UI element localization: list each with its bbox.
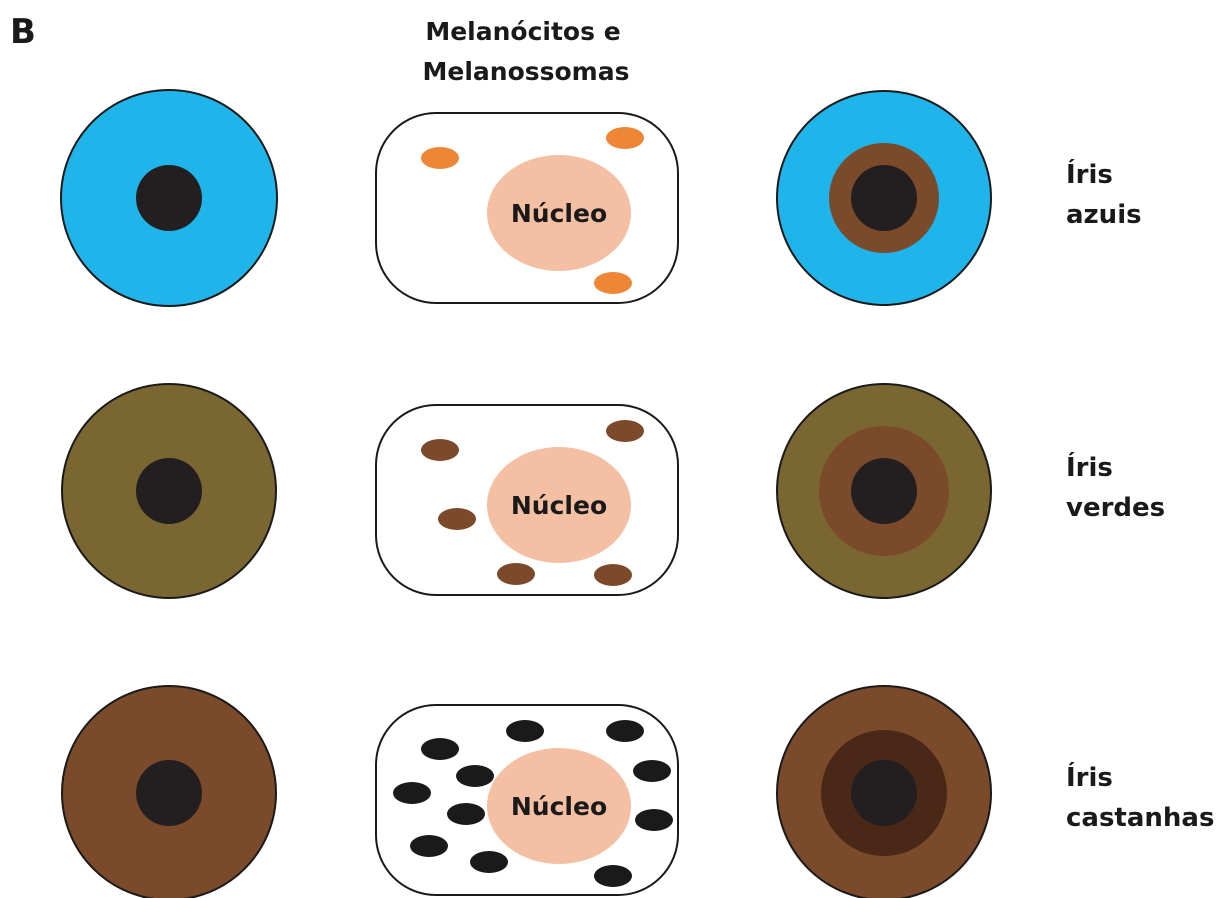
melanosome	[506, 720, 544, 742]
melanocyte-cell-green: Núcleo	[376, 405, 678, 595]
row-label-line-1: Íris	[1066, 158, 1113, 190]
pupil	[851, 760, 917, 826]
melanosome	[421, 147, 459, 169]
heading-line-1: Melanócitos e	[425, 17, 620, 46]
row-blue: Núcleo Íris azuis	[61, 90, 1142, 306]
melanosome	[594, 272, 632, 294]
row-brown: Núcleo Íris castanhas	[62, 686, 1214, 898]
melanosome	[421, 439, 459, 461]
melanosome	[456, 765, 494, 787]
melanosome	[470, 851, 508, 873]
pupil	[851, 458, 917, 524]
row-label-line-2: azuis	[1066, 200, 1142, 230]
nucleus-label: Núcleo	[511, 792, 607, 821]
row-label-line-2: castanhas	[1066, 803, 1214, 833]
melanosome	[594, 865, 632, 887]
melanocyte-cell-blue: Núcleo	[376, 113, 678, 303]
melanosome	[594, 564, 632, 586]
melanosome	[438, 508, 476, 530]
pupil	[851, 165, 917, 231]
melanosome	[447, 803, 485, 825]
melanosome	[606, 420, 644, 442]
row-label-line-1: Íris	[1066, 451, 1113, 483]
melanosome	[393, 782, 431, 804]
row-label-line-1: Íris	[1066, 761, 1113, 793]
pupil	[136, 165, 202, 231]
row-label-line-2: verdes	[1066, 493, 1165, 523]
nucleus-label: Núcleo	[511, 199, 607, 228]
melanosome	[421, 738, 459, 760]
iris-brown-with-ring	[777, 686, 991, 898]
iris-green	[62, 384, 276, 598]
heading-line-2: Melanossomas	[423, 57, 630, 86]
nucleus-label: Núcleo	[511, 491, 607, 520]
melanocyte-cell-brown: Núcleo	[376, 705, 678, 895]
melanosome	[606, 720, 644, 742]
melanosome	[606, 127, 644, 149]
pupil	[136, 458, 202, 524]
melanosome	[633, 760, 671, 782]
row-green: Núcleo Íris verdes	[62, 384, 1165, 598]
iris-green-with-ring	[777, 384, 991, 598]
iris-brown	[62, 686, 276, 898]
melanosome	[635, 809, 673, 831]
iris-blue-with-ring	[777, 91, 991, 305]
panel-label: B	[10, 12, 36, 52]
iris-blue	[61, 90, 277, 306]
melanosome	[410, 835, 448, 857]
melanosome	[497, 563, 535, 585]
pupil	[136, 760, 202, 826]
